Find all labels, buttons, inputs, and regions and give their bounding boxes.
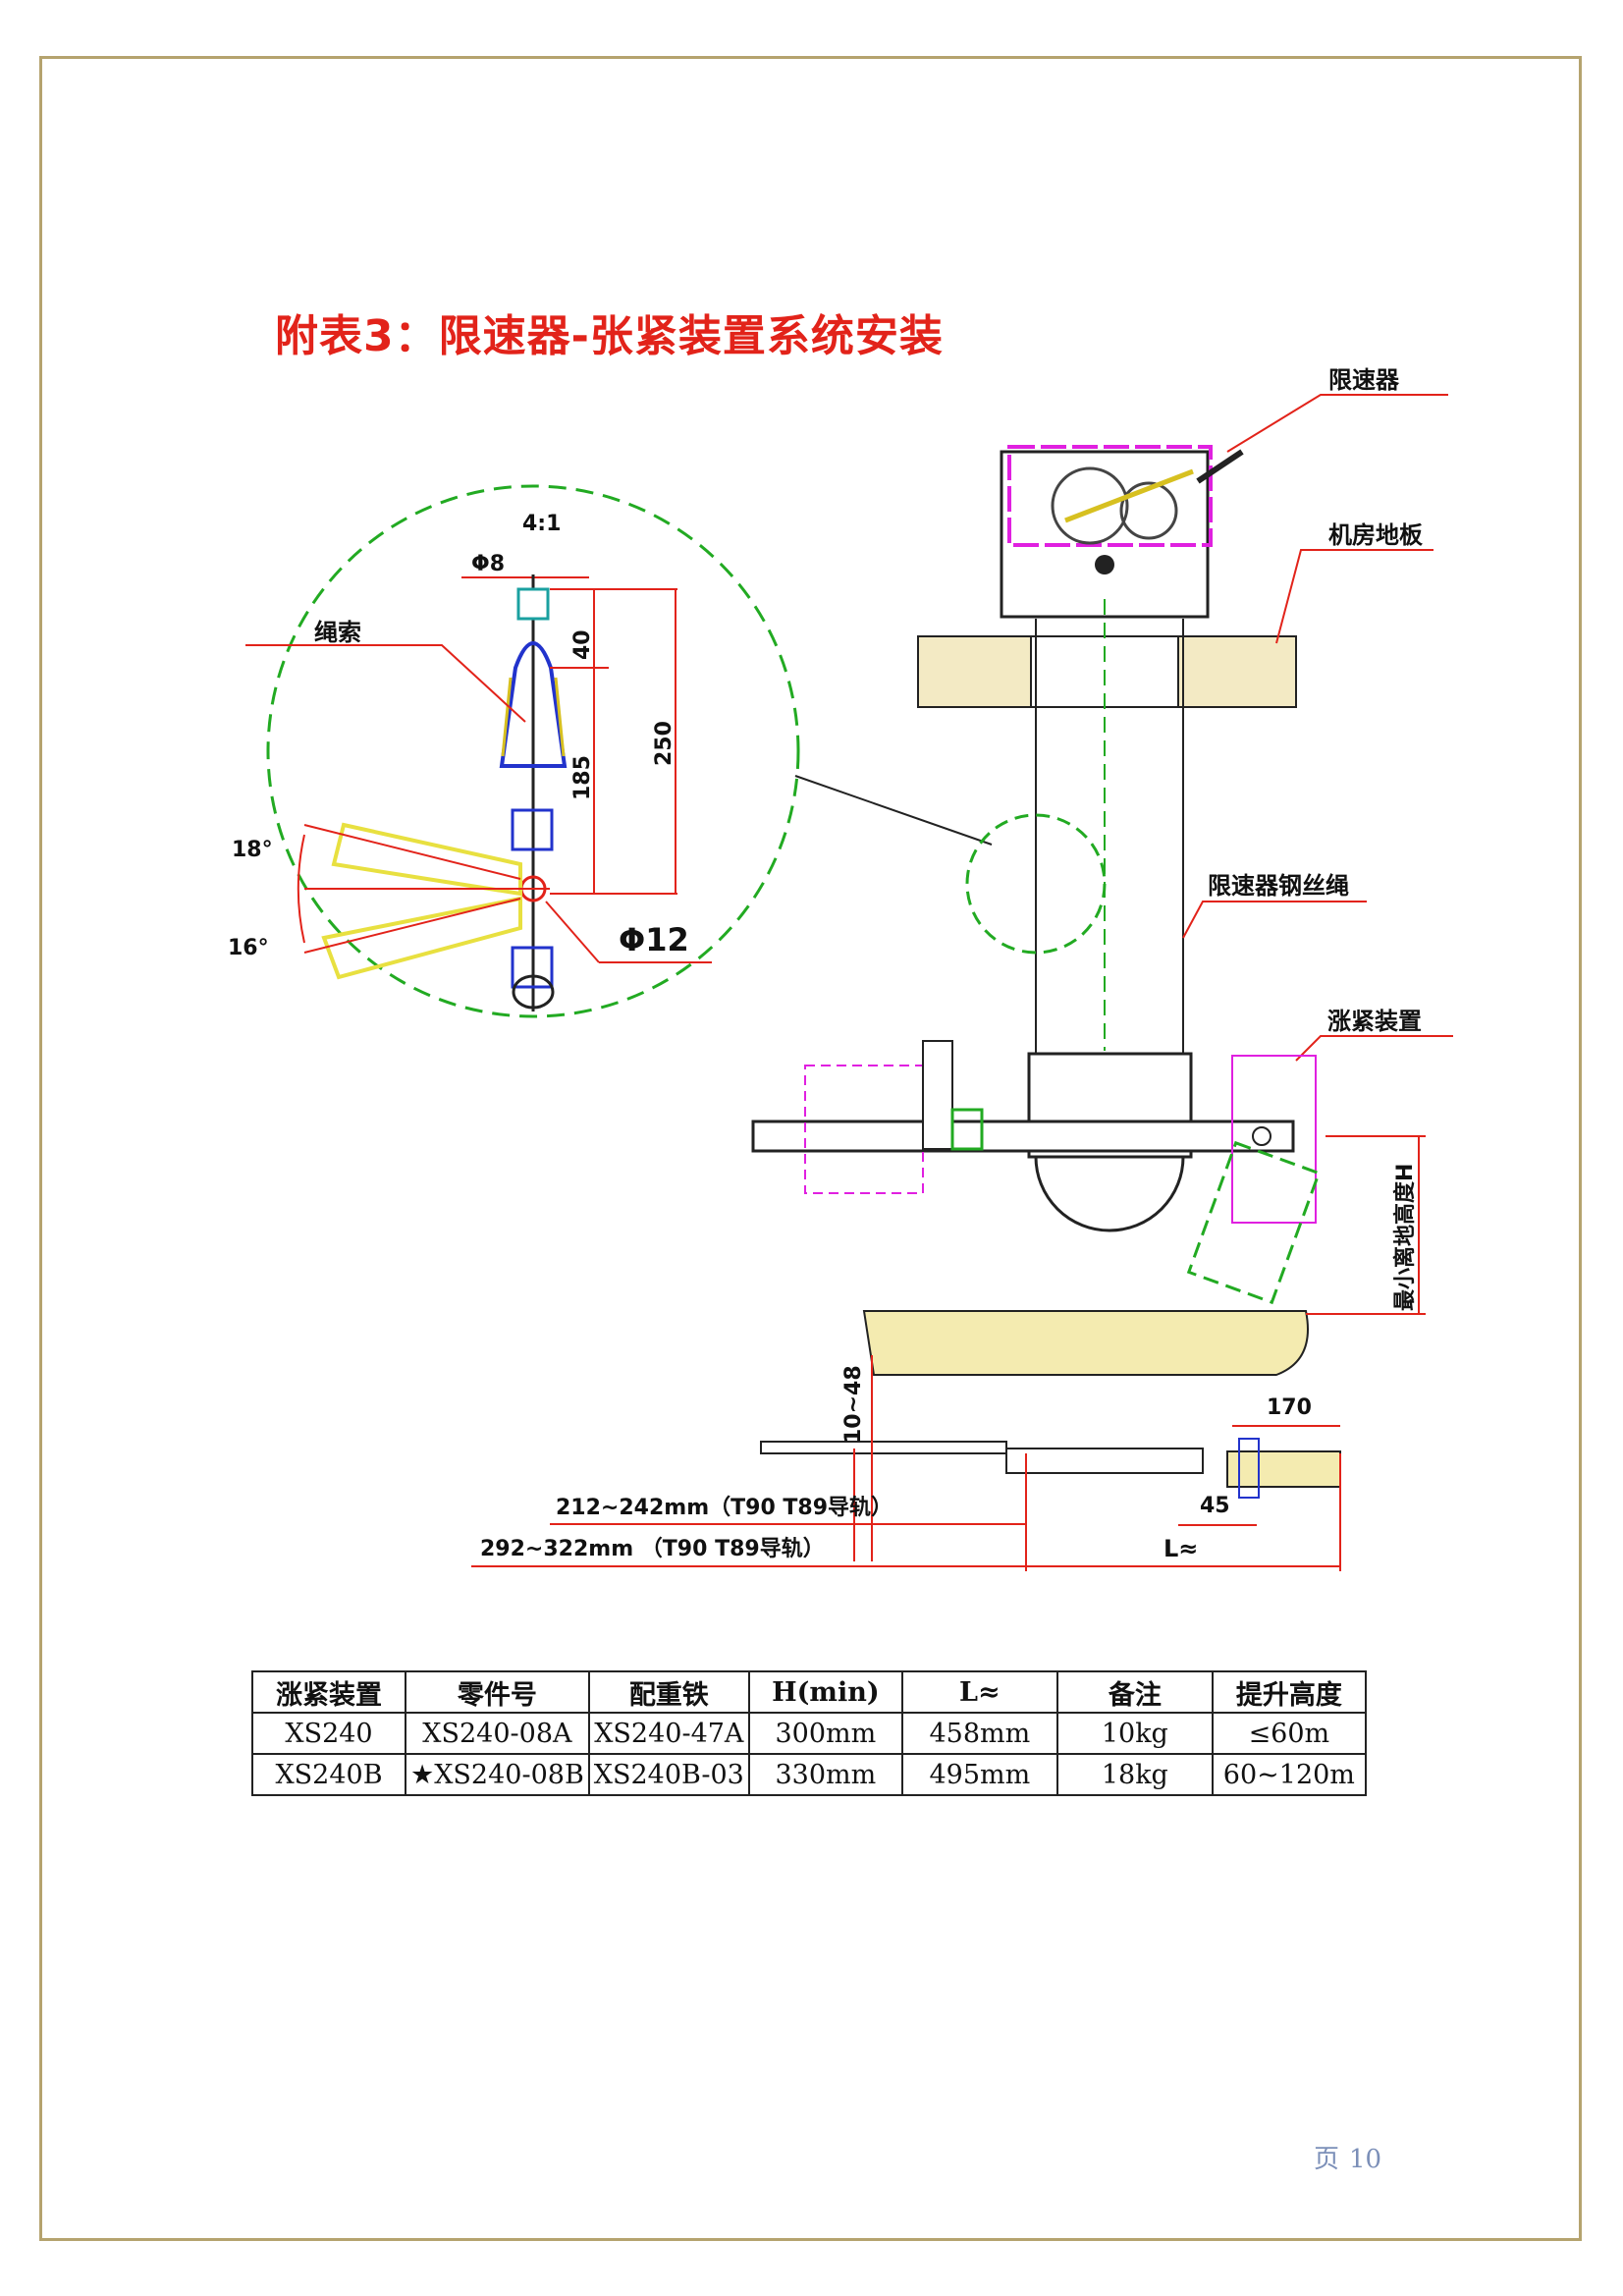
dim-212-242-label: 212~242mm（T90 T89导轨） — [556, 1495, 893, 1520]
spec-table: 涨紧装置 零件号 配重铁 H(min) L≈ 备注 提升高度 XS240 XS2… — [251, 1670, 1367, 1796]
arm-upper — [331, 822, 522, 897]
table-header: L≈ — [900, 1670, 1058, 1714]
table-row: XS240 XS240-08A XS240-47A 300mm 458mm 10… — [251, 1712, 1367, 1755]
tension-sheave — [1034, 1155, 1185, 1232]
page-label: 页 — [1314, 2145, 1340, 2174]
dim-185-label: 185 — [570, 755, 595, 800]
table-cell: XS240-47A — [587, 1712, 750, 1755]
arm-lower — [321, 896, 522, 980]
table-header: 备注 — [1055, 1670, 1214, 1714]
detail-marker-circle — [965, 813, 1107, 955]
page-border — [39, 56, 1582, 2241]
callout-governor: 限速器 — [1328, 366, 1400, 394]
table-cell: XS240 — [251, 1712, 406, 1755]
callout-governor-rope: 限速器钢丝绳 — [1208, 872, 1349, 900]
dia-8-label: Φ8 — [471, 552, 505, 576]
rope-loop — [499, 641, 568, 768]
table-cell: 300mm — [747, 1712, 903, 1755]
table-header: 提升高度 — [1211, 1670, 1367, 1714]
table-cell: 495mm — [900, 1753, 1058, 1796]
page-footer: 页 10 — [1314, 2139, 1391, 2175]
dim-45-label: 45 — [1200, 1494, 1230, 1518]
table-cell: XS240B — [251, 1753, 406, 1796]
table-cell: 10kg — [1055, 1712, 1214, 1755]
tension-arm — [751, 1120, 1295, 1153]
table-header: 涨紧装置 — [251, 1670, 406, 1714]
dim-10-48-label: 10~48 — [841, 1365, 866, 1444]
table-header-row: 涨紧装置 零件号 配重铁 H(min) L≈ 备注 提升高度 — [251, 1670, 1367, 1714]
angle-lower-label: 16° — [228, 936, 269, 960]
scale-label: 4:1 — [522, 512, 561, 536]
callout-tension-device: 涨紧装置 — [1327, 1008, 1422, 1035]
table-cell: 330mm — [747, 1753, 903, 1796]
callout-rope: 绳索 — [314, 619, 361, 646]
dim-292-322-label: 292~322mm （T90 T89导轨） — [480, 1536, 825, 1561]
page-title: 附表3：限速器-张紧装置系统安装 — [275, 311, 944, 361]
table-header: 配重铁 — [587, 1670, 750, 1714]
table-header: 零件号 — [405, 1670, 590, 1714]
angle-upper-label: 18° — [232, 838, 273, 862]
dim-40-label: 40 — [570, 629, 595, 660]
min-height-label: 最小离地高度H — [1392, 1164, 1418, 1311]
detail-circle — [266, 484, 800, 1018]
table-cell: 60~120m — [1211, 1753, 1367, 1796]
dim-L-label: L≈ — [1163, 1535, 1198, 1562]
pit-floor — [862, 1310, 1309, 1376]
dim-250-label: 250 — [652, 721, 676, 766]
table-row: XS240B ★XS240-08B XS240B-03 330mm 495mm … — [251, 1753, 1367, 1796]
page-number: 10 — [1349, 2145, 1382, 2174]
callout-floor: 机房地板 — [1328, 521, 1424, 549]
table-cell: ≤60m — [1211, 1712, 1367, 1755]
table-header: H(min) — [747, 1670, 903, 1714]
dia-12-label: Φ12 — [619, 921, 689, 958]
table-cell: XS240-08A — [405, 1712, 590, 1755]
table-cell: ★XS240-08B — [405, 1753, 590, 1796]
plan-rail-bracket — [760, 1441, 1007, 1454]
dim-170-label: 170 — [1267, 1395, 1312, 1420]
table-cell: 18kg — [1055, 1753, 1214, 1796]
table-cell: XS240B-03 — [587, 1753, 750, 1796]
table-cell: 458mm — [900, 1712, 1058, 1755]
